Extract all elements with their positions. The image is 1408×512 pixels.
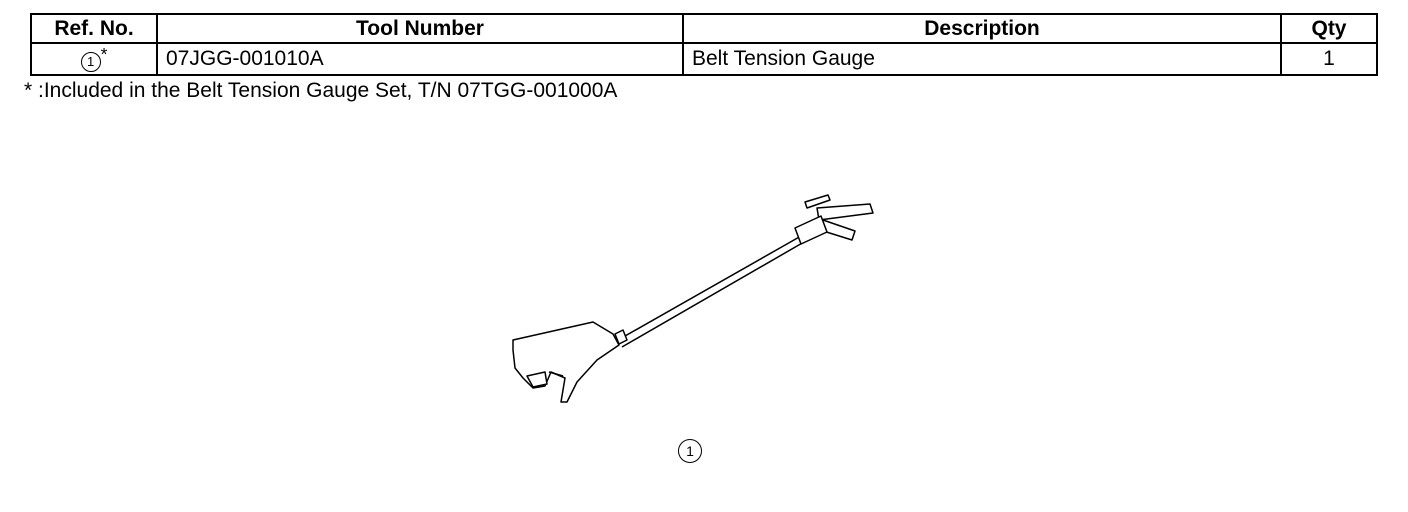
cell-ref-no: 1*	[30, 42, 158, 76]
ref-number: 1	[86, 54, 95, 70]
table-header-row: Ref. No. Tool Number Description Qty	[30, 13, 1378, 44]
cell-description: Belt Tension Gauge	[682, 42, 1282, 76]
belt-tension-gauge-drawing-icon	[512, 194, 874, 403]
ref-marker: *	[100, 44, 108, 64]
header-ref-no: Ref. No.	[30, 13, 158, 44]
header-description: Description	[682, 13, 1282, 44]
footnote: * :Included in the Belt Tension Gauge Se…	[24, 79, 618, 102]
header-tool-number: Tool Number	[156, 13, 684, 44]
header-qty: Qty	[1280, 13, 1378, 44]
cell-qty: 1	[1280, 42, 1378, 76]
ref-number-circle: 1	[80, 52, 101, 73]
cell-tool-number: 07JGG-001010A	[156, 42, 684, 76]
tool-table: Ref. No. Tool Number Description Qty 1* …	[30, 13, 1378, 76]
figure-label: 1	[678, 439, 702, 463]
table-row: 1* 07JGG-001010A Belt Tension Gauge 1	[30, 42, 1378, 76]
